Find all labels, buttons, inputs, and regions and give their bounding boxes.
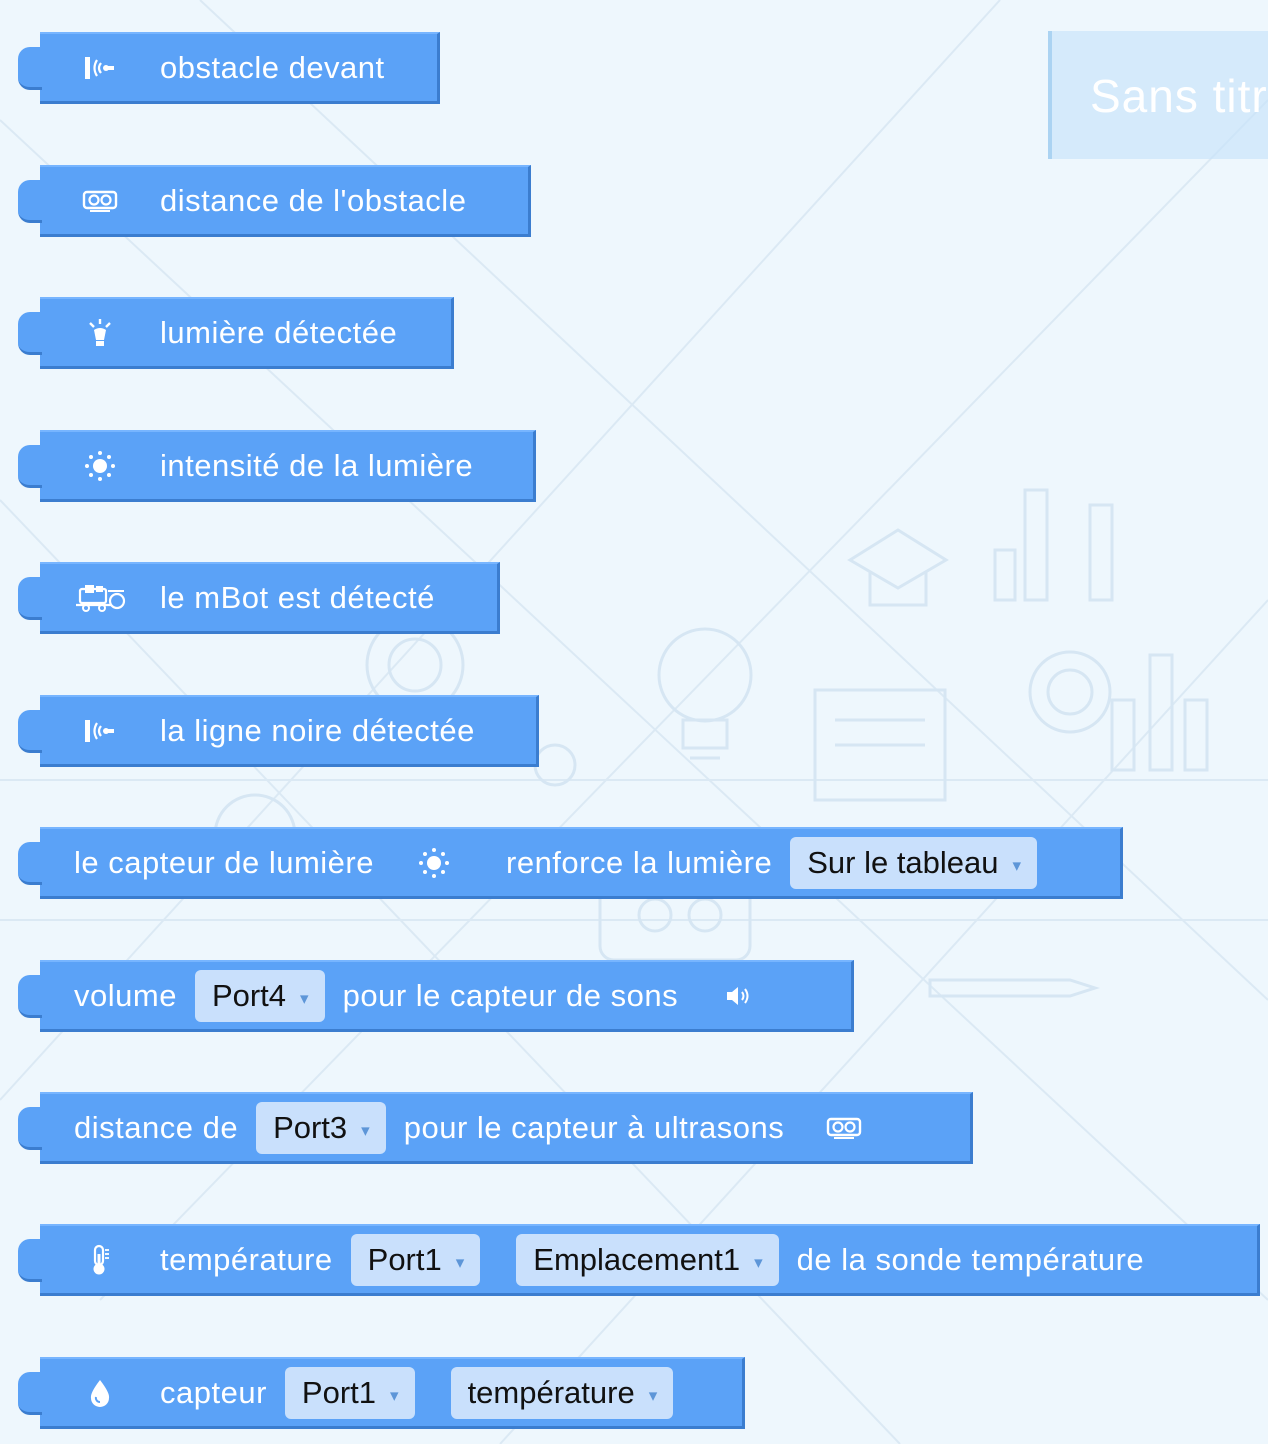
block-temperature-probe[interactable]: température Port1 ▾ Emplacement1 ▾ de la… (18, 1224, 1260, 1296)
infrared-icon (40, 717, 160, 745)
block-label: distance de l'obstacle (160, 182, 467, 218)
block-label-a: capteur (160, 1374, 267, 1410)
ultrasonic-icon (826, 1116, 862, 1140)
water-drop-icon (40, 1378, 160, 1408)
dropdown-value: Port3 (273, 1109, 348, 1145)
block-light-sensor-enhance[interactable]: le capteur de lumière renforce la lumièr… (18, 827, 1123, 899)
thermometer-icon (40, 1244, 160, 1276)
ultrasonic-icon (40, 189, 160, 213)
block-label-b: pour le capteur de sons (342, 977, 679, 1013)
sun-icon (418, 847, 450, 879)
block-obstacle-distance[interactable]: distance de l'obstacle (18, 165, 531, 237)
block-label-a: température (160, 1241, 333, 1277)
dropdown-value: Sur le tableau (807, 844, 999, 880)
light-bulb-icon (40, 318, 160, 348)
block-mbot-detected[interactable]: le mBot est détecté (18, 562, 500, 634)
block-light-intensity[interactable]: intensité de la lumière (18, 430, 536, 502)
chevron-down-icon: ▾ (754, 1252, 763, 1272)
chevron-down-icon: ▾ (648, 1385, 658, 1405)
block-label: obstacle devant (160, 49, 385, 85)
chevron-down-icon: ▾ (455, 1252, 465, 1272)
block-label-b: pour le capteur à ultrasons (403, 1109, 785, 1145)
block-humiture-sensor[interactable]: capteur Port1 ▾ température ▾ (18, 1357, 745, 1429)
dropdown-value: Port1 (367, 1241, 442, 1277)
block-label: le mBot est détecté (160, 579, 435, 615)
speaker-icon (724, 983, 752, 1009)
measure-type-dropdown[interactable]: température ▾ (450, 1366, 674, 1419)
block-light-detected[interactable]: lumière détectée (18, 297, 454, 369)
dropdown-value: Port4 (211, 977, 287, 1013)
chevron-down-icon: ▾ (300, 988, 309, 1008)
block-obstacle-ahead[interactable]: obstacle devant (18, 32, 440, 104)
block-sound-sensor-volume[interactable]: volume Port4 ▾ pour le capteur de sons (18, 960, 854, 1032)
block-black-line-detected[interactable]: la ligne noire détectée (18, 695, 539, 767)
block-label-b: de la sonde température (796, 1241, 1145, 1277)
block-label-b: renforce la lumière (506, 844, 773, 880)
infrared-icon (40, 54, 160, 82)
block-label: lumière détectée (160, 314, 398, 350)
block-ultrasonic-distance[interactable]: distance de Port3 ▾ pour le capteur à ul… (18, 1092, 973, 1164)
block-label-a: volume (74, 977, 177, 1013)
chevron-down-icon: ▾ (390, 1385, 399, 1405)
port-dropdown[interactable]: Port1 ▾ (284, 1366, 415, 1419)
dropdown-value: température (467, 1374, 635, 1410)
chevron-down-icon: ▾ (361, 1120, 370, 1140)
mbot-icon (40, 583, 160, 613)
dropdown-value: Emplacement1 (533, 1241, 741, 1277)
block-label-a: distance de (74, 1109, 239, 1145)
port-dropdown[interactable]: Port3 ▾ (256, 1101, 386, 1154)
chevron-down-icon: ▾ (1012, 855, 1022, 875)
dropdown-value: Port1 (301, 1374, 377, 1410)
slot-dropdown[interactable]: Emplacement1 ▾ (516, 1233, 779, 1286)
block-label: la ligne noire détectée (160, 712, 475, 748)
project-title-tab[interactable]: Sans titr (1048, 31, 1268, 159)
block-label-a: le capteur de lumière (74, 844, 374, 880)
project-title: Sans titr (1090, 70, 1268, 122)
port-dropdown[interactable]: Port1 ▾ (350, 1233, 481, 1286)
board-location-dropdown[interactable]: Sur le tableau ▾ (790, 836, 1038, 889)
port-dropdown[interactable]: Port4 ▾ (194, 969, 325, 1022)
sun-icon (40, 450, 160, 482)
block-label: intensité de la lumière (160, 447, 474, 483)
